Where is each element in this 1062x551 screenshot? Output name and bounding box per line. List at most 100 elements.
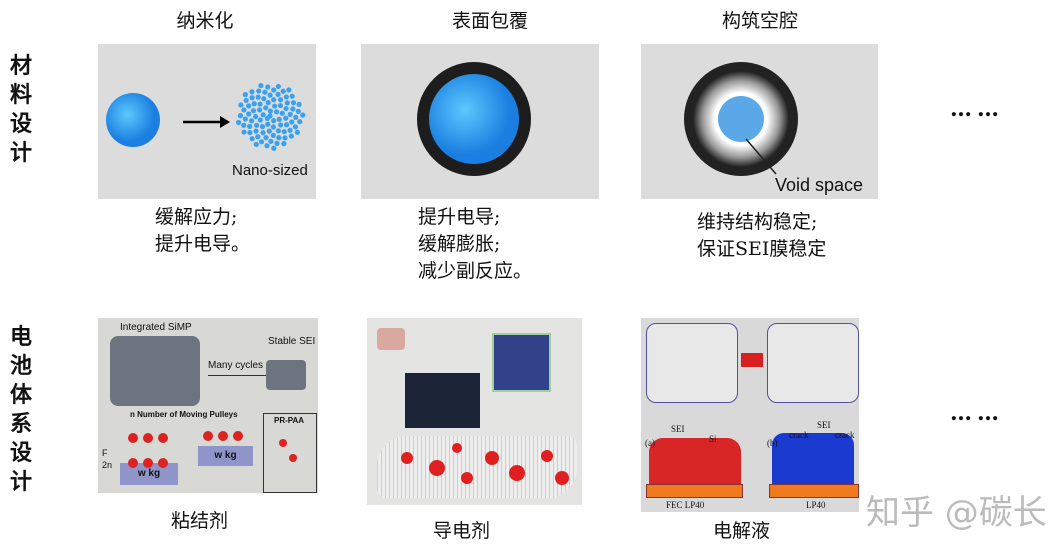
- figure-text: F: [102, 448, 108, 458]
- nano-particle: [243, 97, 249, 104]
- nano-particles: [235, 83, 306, 151]
- nano-particle: [296, 101, 302, 108]
- ellipsis-row2: ……: [950, 400, 1004, 426]
- red-particles: [401, 443, 569, 485]
- nano-particle: [287, 111, 293, 117]
- column-header-nano: 纳米化: [176, 10, 234, 32]
- nano-particle: [275, 83, 281, 90]
- nano-particle: [277, 102, 284, 109]
- nano-particle: [271, 145, 277, 151]
- coating-diagram: [417, 62, 531, 176]
- nano-particle: [250, 108, 257, 114]
- nano-particle: [286, 87, 292, 93]
- nano-particle: [246, 103, 252, 109]
- heat-arrow-icon: [741, 353, 763, 367]
- nano-particle: [288, 133, 294, 139]
- nano-particle: [257, 117, 263, 123]
- nano-particle: [251, 101, 257, 107]
- caption-line: 缓解应力;: [155, 206, 238, 228]
- nano-particle: [293, 114, 299, 120]
- core-particle: [429, 74, 519, 164]
- nano-particle: [237, 113, 244, 119]
- nano-particle: [238, 102, 244, 108]
- nano-diagram: [106, 83, 306, 151]
- nano-particle: [241, 107, 247, 113]
- nano-particle: [256, 88, 262, 94]
- nano-particle: [300, 112, 306, 118]
- nano-particle: [260, 112, 266, 118]
- nano-particle: [273, 109, 280, 115]
- row-label-system: 电池体系设计: [9, 325, 32, 495]
- arrow-head-icon: [220, 116, 230, 128]
- nano-particle: [257, 101, 263, 107]
- nano-particle: [276, 116, 282, 122]
- weight-box: w kg: [120, 463, 178, 485]
- caption-line: 维持结构稳定;: [697, 211, 818, 233]
- nano-particle: [283, 115, 289, 121]
- caption-electrolyte: 电解液: [713, 520, 771, 542]
- sei-panel-left: [646, 323, 738, 403]
- current-collector: [646, 484, 743, 498]
- nano-particle: [249, 136, 255, 142]
- nano-particle: [260, 130, 266, 136]
- nano-particle: [241, 129, 247, 135]
- nano-particle: [235, 119, 242, 126]
- figure-text: crack: [835, 430, 855, 440]
- nano-particle: [242, 116, 248, 122]
- nano-particle: [256, 107, 263, 113]
- nano-particle: [253, 122, 260, 128]
- pr-paa-box: PR-PAA: [263, 413, 317, 493]
- binder-figure: Integrated SiMP Many cycles Stable SEI n…: [98, 318, 318, 493]
- figure-text: Integrated SiMP: [120, 322, 192, 333]
- nano-particle: [266, 128, 272, 134]
- nano-particle: [289, 93, 295, 99]
- nano-particle: [287, 127, 293, 133]
- void-space-label: Void space: [775, 175, 864, 195]
- nano-particle: [261, 96, 267, 102]
- nano-particle: [247, 123, 253, 129]
- nano-particle: [242, 92, 248, 98]
- nano-particle: [276, 135, 282, 141]
- nano-particle: [271, 87, 277, 93]
- caption-line: 提升电导;: [418, 206, 501, 228]
- surface-coating-figure: [361, 44, 599, 199]
- nano-particle: [271, 118, 277, 124]
- caption-line: 减少副反应。: [418, 260, 533, 282]
- nano-particle: [263, 105, 269, 111]
- nano-particle: [263, 135, 269, 141]
- nano-particle: [275, 91, 281, 97]
- figure-text: SEI: [817, 420, 831, 430]
- nano-sized-figure: Nano-sized: [98, 44, 316, 199]
- figure-text: (b): [767, 438, 778, 448]
- cube-structure: [492, 333, 551, 392]
- figure-text: Many cycles: [208, 360, 264, 371]
- nano-particle: [265, 121, 271, 127]
- figure-text: FEC LP40: [666, 500, 705, 510]
- nano-particle: [267, 92, 273, 98]
- caption-nano: 缓解应力;提升电导。: [155, 204, 250, 258]
- nano-particle: [279, 110, 285, 116]
- electrolyte-figure: SEI Si (a) (b) crack SEI crack FEC LP40 …: [641, 318, 859, 512]
- bulk-particle: [106, 93, 160, 147]
- nano-particle: [274, 140, 280, 146]
- nano-particle: [278, 122, 284, 128]
- sei-panel-right: [767, 323, 859, 403]
- figure-text: n Number of Moving Pulleys: [130, 410, 238, 419]
- nano-particle: [280, 88, 286, 94]
- weight-box: w kg: [198, 446, 253, 466]
- nano-particle: [275, 128, 282, 134]
- nano-particle: [255, 94, 261, 100]
- nano-particle: [264, 143, 270, 149]
- nano-particle: [277, 97, 284, 103]
- column-header-coating: 表面包覆: [451, 10, 528, 32]
- nano-particle: [270, 124, 277, 130]
- current-collector: [769, 484, 859, 498]
- nano-particle: [283, 94, 289, 100]
- figure-text: PR-PAA: [274, 416, 305, 425]
- figure-text: Si: [709, 434, 717, 444]
- nano-particle: [258, 139, 265, 145]
- nano-particle: [271, 97, 277, 103]
- nano-particle: [253, 113, 259, 120]
- nano-particle: [290, 100, 297, 106]
- caption-line: 缓解膨胀;: [418, 233, 501, 255]
